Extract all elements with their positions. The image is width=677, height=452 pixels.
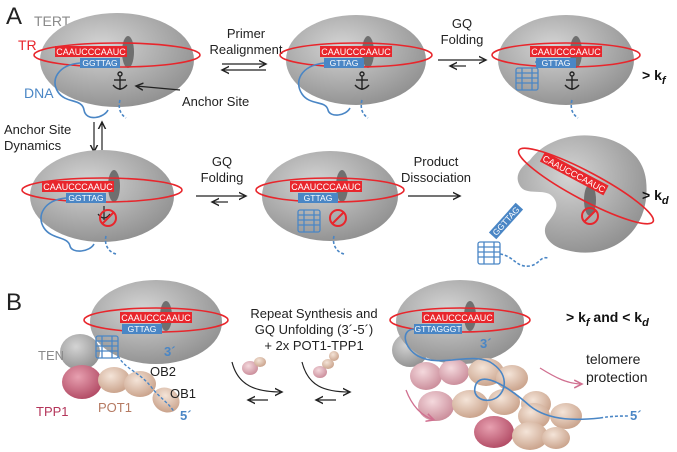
rate-kd-label: > kd <box>642 187 669 207</box>
complex-b2: CAAUCCCAAUC GTTAGGGT 3´ <box>389 280 629 450</box>
blocked-anchor-icon <box>581 207 599 225</box>
tr-sequence-a3: CAAUCCCAAUC <box>531 47 601 57</box>
dna-sequence-a4: GGTTAG <box>68 193 103 203</box>
five-prime-label-b: 5´ <box>630 408 642 423</box>
tr-label: TR <box>18 37 37 53</box>
complex-a3: CAAUCCCAAUC GTTAG <box>491 15 641 119</box>
tr-sequence-a5: CAAUCCCAAUC <box>291 182 361 192</box>
anchor-dynamics-label-2: Dynamics <box>4 138 62 153</box>
pot1-tpp1-incoming-1 <box>242 357 266 375</box>
dna-sequence-a6: GGTTAG <box>490 205 521 238</box>
repeat-synthesis-label-2: GQ Unfolding (3´-5´) <box>255 322 373 337</box>
blocked-anchor-icon <box>97 206 117 227</box>
gq-folding-label-1: GQ <box>452 16 472 31</box>
dna-sequence-a5: GTTAG <box>304 193 333 203</box>
g-quadruplex-icon <box>297 209 321 233</box>
telomere-protection-label-1: telomere <box>586 351 641 367</box>
product-dissociation-label-1: Product <box>414 154 459 169</box>
forward-arrow <box>231 361 282 392</box>
tert-label: TERT <box>34 13 71 29</box>
product-dissociation-label-2: Dissociation <box>401 170 471 185</box>
complex-b1: CAAUCCCAAUC GTTAG 3´ <box>60 280 229 413</box>
g-quadruplex-icon <box>515 67 539 91</box>
dna-sequence-b2: GTTAGGGT <box>414 324 461 334</box>
anchor-dynamics-label-1: Anchor Site <box>4 122 71 137</box>
panel-label-b: B <box>6 289 22 316</box>
gq-folding-2-label-2: Folding <box>201 170 244 185</box>
blocked-anchor-icon <box>329 209 347 227</box>
forward-arrow <box>301 361 350 392</box>
complex-a5: CAAUCCCAAUC GTTAG <box>255 151 405 255</box>
final-rate-label: > kf and < kd <box>566 309 649 329</box>
g-quadruplex-icon <box>477 241 501 265</box>
anchor-icon <box>354 71 370 90</box>
primer-realignment-label-1: Primer <box>227 26 266 41</box>
complex-a2: CAAUCCCAAUC GTTAG <box>279 15 433 119</box>
tr-sequence-a1: CAAUCCCAAUC <box>56 47 126 57</box>
pot1-tpp1-incoming-2 <box>313 351 339 378</box>
repeat-synthesis-label-3: + 2x POT1-TPP1 <box>264 338 363 353</box>
panel-label-a: A <box>6 3 22 30</box>
primer-realignment-label-2: Realignment <box>210 42 283 57</box>
dna-sequence-a2: GTTAG <box>330 58 359 68</box>
dna-sequence-a1: GGTTAG <box>82 58 117 68</box>
anchor-icon <box>112 71 128 90</box>
telomere-protection-label-2: protection <box>586 369 647 385</box>
tr-sequence-b1: CAAUCCCAAUC <box>121 313 191 323</box>
ob2-label: OB2 <box>150 364 176 379</box>
anchor-site-label: Anchor Site <box>182 94 249 109</box>
gq-folding-2-label-1: GQ <box>212 154 232 169</box>
five-prime-label: 5´ <box>180 408 192 423</box>
pot1-label: POT1 <box>98 400 132 415</box>
dna-sequence-a3: GTTAG <box>542 58 571 68</box>
ob1-label: OB1 <box>170 386 196 401</box>
tr-sequence-a2: CAAUCCCAAUC <box>321 47 391 57</box>
anchor-icon <box>564 71 580 90</box>
dna-sequence-b1: GTTAG <box>128 324 157 334</box>
gq-folding-label-2: Folding <box>441 32 484 47</box>
complex-a6: CAAUCCCAAUC <box>517 135 655 253</box>
complex-a4: CAAUCCCAAUC GGTTAG <box>21 150 183 255</box>
tr-sequence-b2: CAAUCCCAAUC <box>423 313 493 323</box>
g-quadruplex-icon <box>95 335 119 359</box>
repeat-synthesis-label-1: Repeat Synthesis and <box>250 306 377 321</box>
tpp1-label: TPP1 <box>36 404 69 419</box>
dna-label: DNA <box>24 85 54 101</box>
released-product: GGTTAG <box>477 202 549 267</box>
rate-kf-label: > kf <box>642 67 667 87</box>
three-prime-label-b: 3´ <box>480 336 492 351</box>
ten-label: TEN <box>38 348 64 363</box>
three-prime-label: 3´ <box>164 344 176 359</box>
complex-a1: CAAUCCCAAUC GGTTAG <box>33 13 201 119</box>
tr-sequence-a4: CAAUCCCAAUC <box>43 182 113 192</box>
